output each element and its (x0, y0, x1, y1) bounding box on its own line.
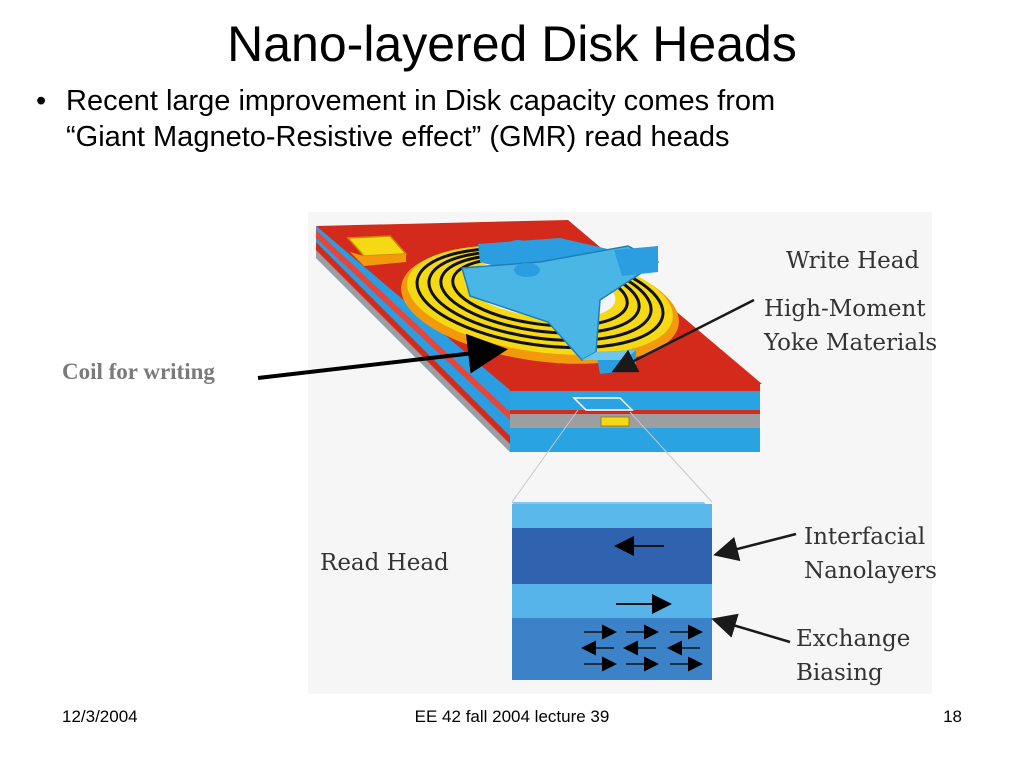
zoom-line-left (511, 409, 579, 503)
slide-title: Nano-layered Disk Heads (227, 16, 797, 72)
stack-left-stripe-gray (316, 250, 510, 452)
bullet-marker: • (36, 85, 47, 117)
footer-date: 12/3/2004 (62, 707, 138, 726)
pointer-high-moment (611, 298, 755, 373)
bullet-line-2: “Giant Magneto-Resistive effect” (GMR) r… (66, 121, 730, 153)
label-interfacial-1: Interfacial (804, 524, 925, 550)
yoke-stud-1 (514, 263, 540, 277)
label-high-moment-1: High-Moment (764, 296, 926, 322)
stack-front-red-2 (510, 410, 760, 414)
footer-page-number: 18 (943, 707, 962, 726)
label-high-moment-2: Yoke Materials (763, 330, 937, 356)
stack-front-blue-top (510, 388, 760, 410)
label-interfacial-2: Nanolayers (804, 558, 937, 584)
label-exchange-2: Biasing (796, 660, 883, 686)
stack-left-stripe-red-2 (316, 230, 510, 420)
yoke-body (461, 245, 660, 361)
read-head-detail (512, 502, 712, 680)
footer-course: EE 42 fall 2004 lecture 39 (414, 707, 610, 726)
yoke-stud-2 (508, 240, 528, 250)
label-read-head: Read Head (320, 550, 449, 576)
bullet-text: Recent large improvement in Disk capacit… (66, 83, 986, 155)
pointer-coil (257, 333, 508, 380)
zoom-line-right (629, 411, 713, 503)
yoke-back-block (614, 246, 658, 276)
stack-front-gray (510, 414, 760, 428)
stack-left-stripe-red-1 (316, 242, 510, 446)
gmr-sensor (600, 416, 630, 427)
coil-pad-side (350, 252, 406, 266)
callout-coil-for-writing: Coil for writing (62, 359, 215, 384)
stack-front-blue-bottom (510, 428, 760, 452)
stack-front-red (510, 384, 760, 391)
read-layer-light-mid (512, 584, 712, 618)
write-yoke (461, 238, 660, 374)
read-layer-dark (512, 528, 712, 584)
pointer-interfacial (713, 532, 797, 562)
read-layer-light-top (512, 504, 712, 530)
sensor-outline-box (572, 397, 634, 411)
read-layer-biasing (512, 618, 712, 680)
bullet-line-1: Recent large improvement in Disk capacit… (66, 85, 776, 117)
label-exchange-1: Exchange (796, 626, 910, 652)
label-write-head: Write Head (786, 248, 920, 274)
pointer-exchange (711, 613, 791, 644)
